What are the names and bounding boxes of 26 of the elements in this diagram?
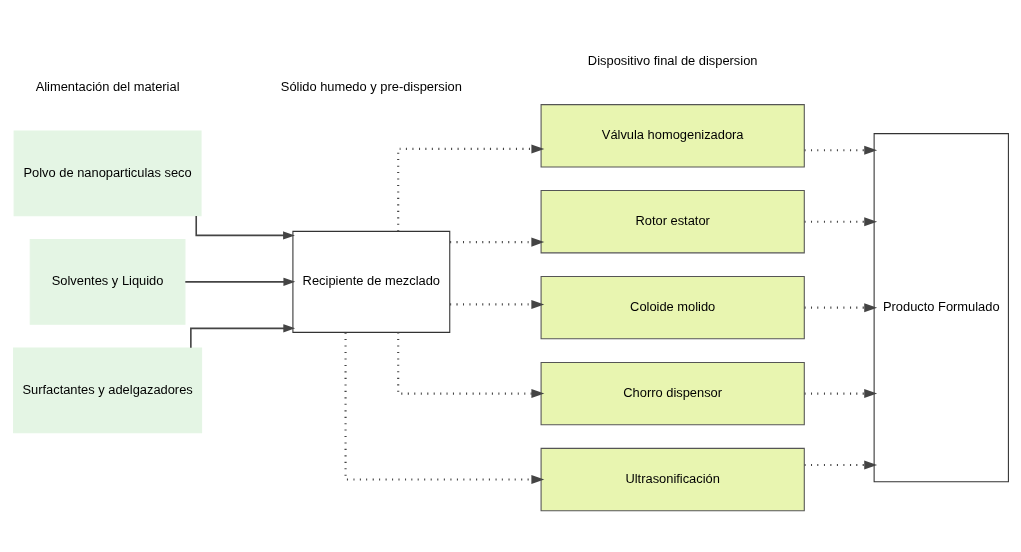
node-box: Rotor estator <box>540 189 805 253</box>
node-box: Chorro dispensor <box>540 361 805 425</box>
node-box: Polvo de nanoparticulas seco <box>13 129 202 216</box>
arrow <box>189 323 295 348</box>
arrow <box>804 145 877 155</box>
label: Sólido humedo y pre-dispersion <box>280 78 462 94</box>
arrow <box>804 302 877 312</box>
arrow <box>449 237 544 247</box>
node-box: Surfactantes y adelgazadores <box>12 346 202 433</box>
node-box: Coloide molido <box>540 275 805 339</box>
node-box: Solventes y Liquido <box>29 238 185 325</box>
label: Alimentación del material <box>35 78 180 94</box>
arrow <box>184 277 295 286</box>
arrow <box>804 216 877 226</box>
arrow <box>449 299 544 309</box>
arrow <box>804 460 877 470</box>
node-box: Ultrasonificación <box>540 447 805 511</box>
label: Dispositivo final de dispersion <box>587 52 757 68</box>
arrow <box>396 143 544 231</box>
node-box: Válvula homogenizadora <box>540 103 805 167</box>
arrow <box>194 214 295 240</box>
arrow <box>396 332 544 398</box>
arrow <box>804 388 877 398</box>
node-box: Producto Formulado <box>873 132 1009 482</box>
arrow <box>343 332 544 484</box>
node-box: Recipiente de mezclado <box>291 230 450 333</box>
